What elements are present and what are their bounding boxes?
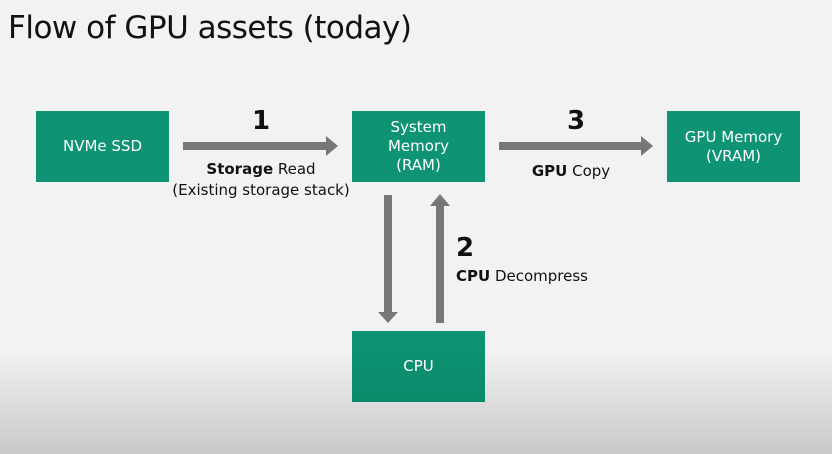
arrow-storage-read bbox=[183, 136, 338, 156]
arrow-cpu-to-ram bbox=[430, 194, 450, 323]
node-system-memory: System Memory (RAM) bbox=[352, 111, 485, 182]
step-2-text: Decompress bbox=[490, 267, 588, 285]
step-1-sublabel: (Existing storage stack) bbox=[172, 181, 350, 199]
step-3-label: GPU Copy bbox=[506, 162, 636, 180]
node-nvme-ssd: NVMe SSD bbox=[36, 111, 169, 182]
page-title: Flow of GPU assets (today) bbox=[8, 10, 412, 46]
node-cpu: CPU bbox=[352, 331, 485, 402]
arrow-gpu-copy bbox=[499, 136, 653, 156]
step-1-label: Storage Read bbox=[176, 160, 346, 178]
node-gpu-memory: GPU Memory (VRAM) bbox=[667, 111, 800, 182]
node-label: System Memory (RAM) bbox=[387, 118, 449, 174]
step-3-bold: GPU bbox=[531, 162, 568, 180]
step-1-number: 1 bbox=[252, 106, 271, 136]
step-2-label: CPU Decompress bbox=[456, 267, 588, 285]
arrow-ram-to-cpu bbox=[378, 195, 398, 323]
step-3-text: Copy bbox=[567, 162, 611, 180]
node-label: NVMe SSD bbox=[62, 137, 142, 155]
step-2-number: 2 bbox=[456, 233, 475, 263]
step-1-bold: Storage bbox=[206, 160, 274, 178]
step-3-number: 3 bbox=[567, 106, 586, 136]
step-2-bold: CPU bbox=[456, 267, 491, 285]
node-label: GPU Memory (VRAM) bbox=[684, 127, 783, 165]
node-label: CPU bbox=[403, 357, 434, 375]
step-1-text: Read bbox=[273, 160, 316, 178]
